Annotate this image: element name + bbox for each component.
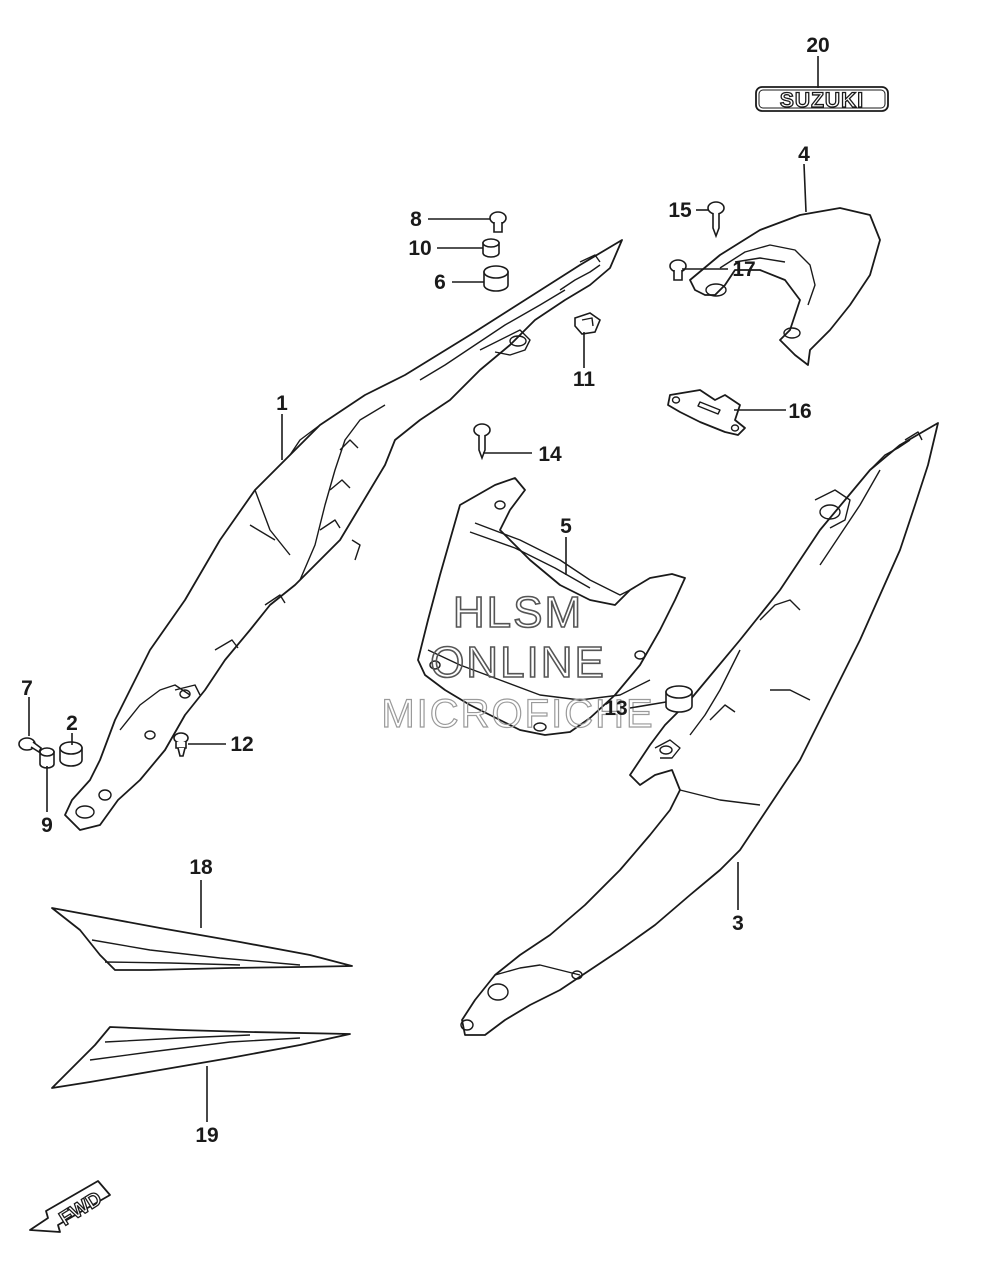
watermark-line-1: HLSM xyxy=(453,588,583,637)
callout-4: 4 xyxy=(798,143,810,166)
part-5-center-cover xyxy=(417,477,686,736)
watermark-line-2: ONLINE xyxy=(430,638,606,687)
part-1-left-frame-cover xyxy=(64,239,623,831)
hardware-pieces xyxy=(18,201,725,769)
callout-1: 1 xyxy=(276,392,288,415)
callout-20: 20 xyxy=(806,34,829,57)
part-7-bolt xyxy=(18,737,43,754)
callout-labels: 20 4 8 10 6 15 11 1 17 16 14 5 13 7 2 9 … xyxy=(21,34,830,1147)
callout-10: 10 xyxy=(408,237,431,260)
callout-8: 8 xyxy=(410,208,422,231)
callout-14: 14 xyxy=(538,443,562,466)
part-20-emblem: SUZUKI xyxy=(755,86,889,113)
part-14-screw xyxy=(473,423,491,461)
part-8-bolt xyxy=(489,211,507,233)
part-18-stripe-upper xyxy=(51,907,353,971)
callout-5: 5 xyxy=(560,515,572,538)
callout-13: 13 xyxy=(604,697,627,720)
callout-3: 3 xyxy=(732,912,744,935)
part-11-clip-nut xyxy=(574,312,601,335)
part-9-collar xyxy=(39,747,55,769)
fwd-direction-marker: FWD xyxy=(29,1180,111,1233)
callout-15: 15 xyxy=(668,199,692,222)
leader-lines xyxy=(28,56,819,1122)
part-15-screw xyxy=(707,201,725,239)
emblem-text: SUZUKI xyxy=(780,89,864,112)
callout-7: 7 xyxy=(21,677,33,700)
callout-6: 6 xyxy=(434,271,446,294)
callout-2: 2 xyxy=(66,712,78,735)
part-6-grommet xyxy=(483,265,509,292)
part-4-rear-cowl xyxy=(689,207,881,366)
part-17-bolt xyxy=(669,259,687,281)
callout-18: 18 xyxy=(189,856,213,879)
callout-16: 16 xyxy=(788,400,811,423)
callout-9: 9 xyxy=(41,814,53,837)
watermark-line-3: MICROFICHE xyxy=(381,692,654,736)
part-16-bracket xyxy=(667,389,746,436)
callout-11: 11 xyxy=(573,368,596,391)
part-10-collar xyxy=(482,238,500,258)
callout-17: 17 xyxy=(732,258,755,281)
part-12-rivet xyxy=(173,732,189,757)
callout-12: 12 xyxy=(230,733,253,756)
part-13-grommet xyxy=(665,685,693,713)
part-19-stripe-lower xyxy=(51,1026,351,1089)
part-2-grommet xyxy=(59,741,83,767)
callout-19: 19 xyxy=(195,1124,218,1147)
part-3-right-frame-cover xyxy=(460,422,939,1036)
watermark: HLSM ONLINE MICROFICHE xyxy=(381,587,654,736)
